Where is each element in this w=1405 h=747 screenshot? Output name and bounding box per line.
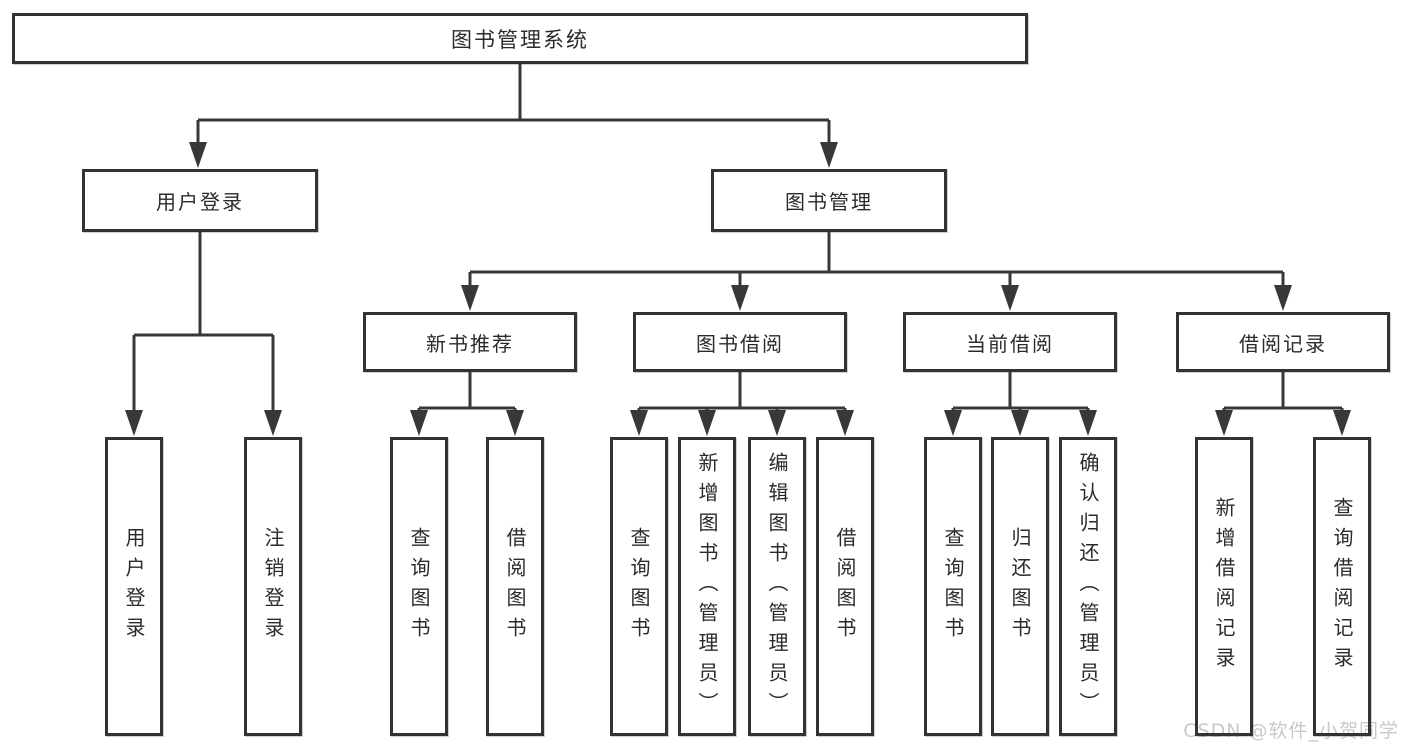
connector-userlogin-to-leaves xyxy=(132,232,275,412)
node-leaf-add-books-admin: 新增图书（管理员） xyxy=(678,437,736,736)
node-leaf-edit-books-admin: 编辑图书（管理员） xyxy=(748,437,806,736)
connector-newbook-to-leaves xyxy=(417,372,517,414)
node-new-book-recommend: 新书推荐 xyxy=(363,312,577,372)
node-leaf-add-borrow-record: 新增借阅记录 xyxy=(1195,437,1253,736)
node-library-management-system: 图书管理系统 xyxy=(12,13,1028,64)
node-current-borrow: 当前借阅 xyxy=(903,312,1117,372)
node-leaf-query-books-borrow: 查询图书 xyxy=(610,437,668,736)
node-leaf-query-books-recommend: 查询图书 xyxy=(390,437,448,736)
node-leaf-return-books: 归还图书 xyxy=(991,437,1049,736)
node-borrow-records: 借阅记录 xyxy=(1176,312,1390,372)
node-leaf-logout: 注销登录 xyxy=(244,437,302,736)
node-leaf-borrow-books: 借阅图书 xyxy=(816,437,874,736)
node-leaf-user-login: 用户登录 xyxy=(105,437,163,736)
connector-records-to-leaves xyxy=(1222,372,1344,414)
node-book-borrow: 图书借阅 xyxy=(633,312,847,372)
node-user-login: 用户登录 xyxy=(82,169,318,232)
connector-bookborrow-to-leaves xyxy=(637,372,847,414)
csdn-watermark: CSDN @软件_小贺同学 xyxy=(1183,720,1399,742)
node-leaf-borrow-books-recommend: 借阅图书 xyxy=(486,437,544,736)
connector-root-to-level2 xyxy=(196,64,831,144)
node-leaf-confirm-return-admin: 确认归还（管理员） xyxy=(1059,437,1117,736)
node-leaf-query-borrow-record: 查询借阅记录 xyxy=(1313,437,1371,736)
connector-bookmgmt-to-level3 xyxy=(468,232,1285,287)
node-leaf-query-books-current: 查询图书 xyxy=(924,437,982,736)
connector-currentborrow-to-leaves xyxy=(951,372,1090,414)
node-book-management: 图书管理 xyxy=(711,169,947,232)
